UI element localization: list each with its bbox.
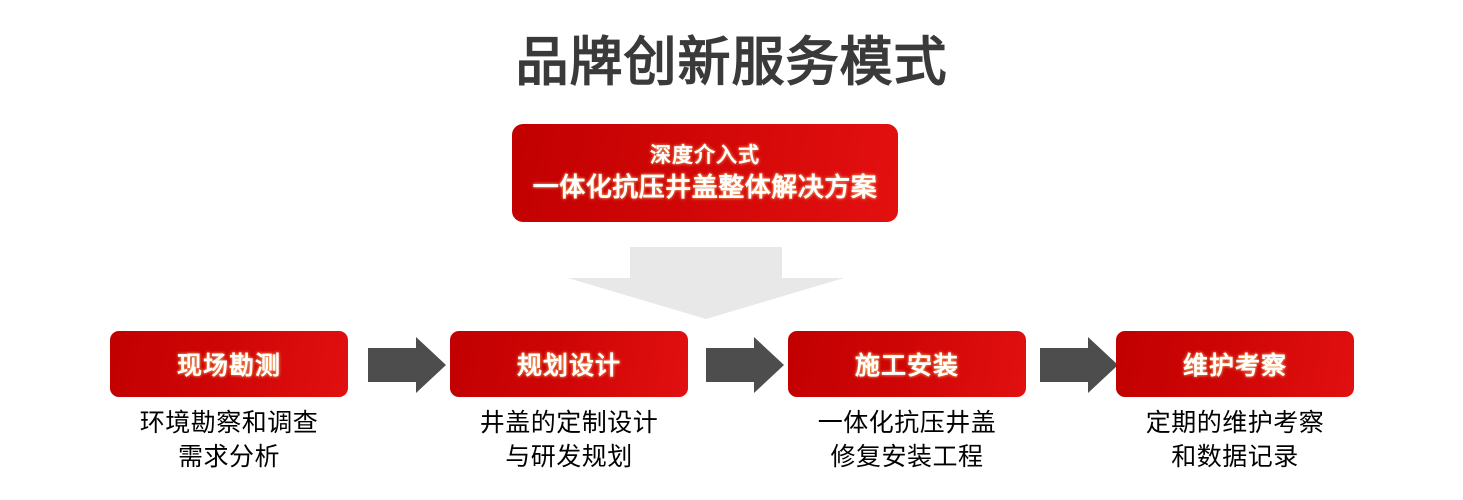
arrow-right-icon-1 bbox=[368, 337, 446, 393]
step-caption-3-line-2: 修复安装工程 bbox=[830, 443, 984, 471]
step-caption-1-line-2: 需求分析 bbox=[177, 443, 280, 471]
step-caption-3-line-1: 一体化抗压井盖 bbox=[817, 409, 997, 437]
hero-banner-line-1: 深度介入式 bbox=[650, 144, 760, 167]
step-label-1: 现场勘测 bbox=[176, 352, 281, 380]
arrow-right-icon-2 bbox=[706, 337, 784, 393]
page-title: 品牌创新服务模式 bbox=[515, 33, 948, 92]
step-caption-2-line-2: 与研发规划 bbox=[505, 443, 633, 471]
arrow-right-icon-3 bbox=[1040, 337, 1118, 393]
process-step-4: 维护考察 定期的维护考察 和数据记录 bbox=[1116, 331, 1354, 474]
step-label-2: 规划设计 bbox=[516, 352, 621, 380]
hero-banner: 深度介入式 一体化抗压井盖整体解决方案 bbox=[512, 124, 898, 222]
process-step-2: 规划设计 井盖的定制设计 与研发规划 bbox=[450, 331, 688, 474]
arrow-down-icon bbox=[568, 247, 844, 319]
step-caption-4-line-2: 和数据记录 bbox=[1171, 443, 1299, 471]
step-chip-1[interactable]: 现场勘测 bbox=[110, 331, 348, 397]
step-chip-4[interactable]: 维护考察 bbox=[1116, 331, 1354, 397]
step-caption-4-line-1: 定期的维护考察 bbox=[1145, 409, 1325, 437]
hero-banner-line-2: 一体化抗压井盖整体解决方案 bbox=[532, 172, 878, 202]
process-step-3: 施工安装 一体化抗压井盖 修复安装工程 bbox=[788, 331, 1026, 474]
step-caption-2-line-1: 井盖的定制设计 bbox=[479, 409, 659, 437]
process-step-1: 现场勘测 环境勘察和调查 需求分析 bbox=[110, 331, 348, 474]
step-label-3: 施工安装 bbox=[854, 352, 959, 380]
process-steps: 现场勘测 环境勘察和调查 需求分析 规划设计 井盖的定制设计 与研发规划 施工安… bbox=[0, 331, 1463, 500]
step-label-4: 维护考察 bbox=[1182, 352, 1287, 380]
step-chip-3[interactable]: 施工安装 bbox=[788, 331, 1026, 397]
step-caption-1-line-1: 环境勘察和调查 bbox=[139, 409, 319, 437]
step-chip-2[interactable]: 规划设计 bbox=[450, 331, 688, 397]
